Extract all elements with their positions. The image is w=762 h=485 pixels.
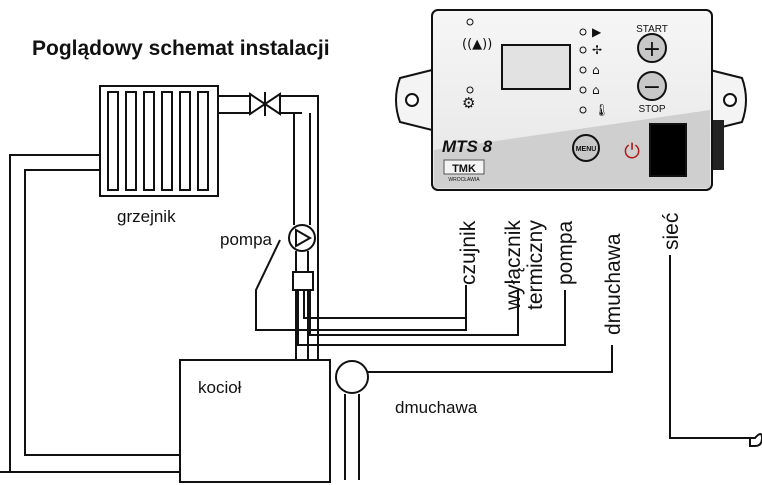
plug-icon [749,433,762,447]
display [501,44,571,90]
house-icon: ⌂ [592,63,600,77]
power-switch[interactable] [649,123,687,177]
fan-icon: ✢ [592,43,602,57]
label-sensor: czujnik [457,220,480,285]
thermometer-icon: 🌡 [594,103,609,117]
blower-icon [335,360,369,480]
brand-logo: TMK [452,163,476,175]
power-icon: ⏻ [624,139,640,163]
stop-label: STOP [638,104,665,115]
controller: ((▲)) ⚙ ▶ ✢ ⌂ ⌂ 🌡 START + − STOP MTS 8 T… [395,9,747,191]
label-mains: sieć [660,213,683,250]
label-thermal-switch-2: termiczny [524,220,547,310]
blower-label: dmuchawa [395,398,478,417]
sensor-box [292,271,314,291]
alarm-icon: ((▲)) [462,37,492,52]
label-pump: pompa [554,220,577,285]
page-title: Poglądowy schemat instalacji [32,37,330,60]
pump-icon [288,224,316,252]
boiler-pipes [255,239,467,360]
brand-sub: WROCŁAWIA [448,177,480,183]
start-label: START [636,24,668,35]
label-thermal-switch-1: wyłącznik [502,220,525,311]
play-icon: ▶ [592,25,602,39]
boiler [179,359,331,483]
boiler-label: kocioł [198,378,242,397]
connection-labels: czujnik wyłącznik termiczny pompa dmucha… [457,213,683,335]
valve-icon [249,92,281,116]
pump-label: pompa [220,230,273,249]
plus-icon: + [643,37,661,62]
minus-button[interactable]: − [637,71,667,101]
indicators: ▶ ✢ ⌂ ⌂ 🌡 [579,25,609,117]
model-label: MTS 8 [442,137,493,156]
radiator [99,85,219,197]
gears-icon: ⚙ [462,94,475,112]
radiator-label: grzejnik [117,207,176,226]
minus-icon: − [643,75,661,100]
label-blower: dmuchawa [602,233,625,335]
menu-button-label: MENU [576,146,597,153]
control-wires [297,255,750,439]
plus-button[interactable]: + [637,33,667,63]
house-flow-icon: ⌂ [592,83,600,97]
menu-button[interactable]: MENU [572,134,600,162]
